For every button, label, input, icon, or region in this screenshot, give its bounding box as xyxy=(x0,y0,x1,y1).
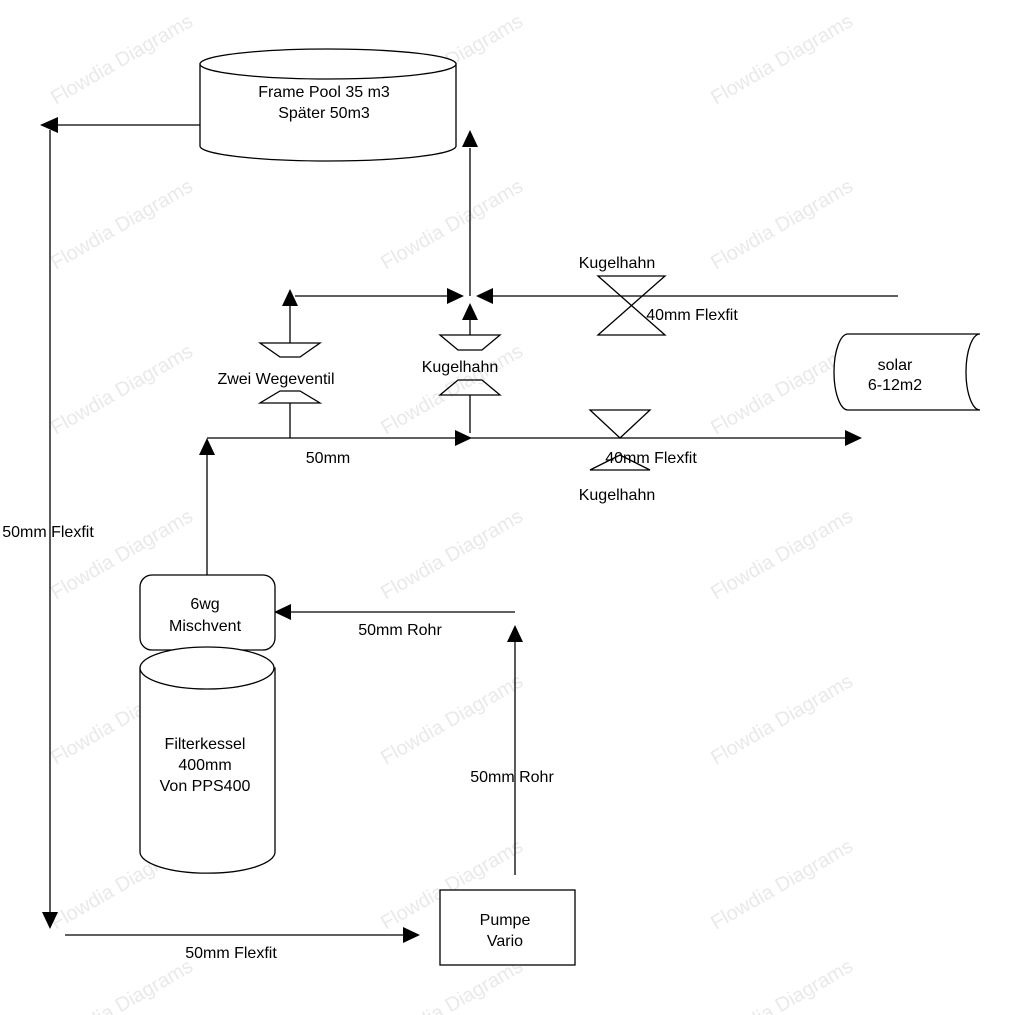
filterkessel-body xyxy=(139,667,276,874)
watermark-text: Flowdia Diagrams xyxy=(47,340,197,439)
zwei-wegeventil-valve: Zwei Wegeventil xyxy=(217,342,335,404)
pumpe-label-line2: Vario xyxy=(487,933,523,950)
label-rohr-50-horizontal: 50mm Rohr xyxy=(358,622,442,639)
zwei-valve-top xyxy=(257,342,323,358)
watermark-text: Flowdia Diagrams xyxy=(47,10,197,109)
filterkessel-tank: Filterkessel 400mm Von PPS400 xyxy=(139,646,276,874)
arrow-up-pump xyxy=(507,625,523,642)
arrow-right-solar xyxy=(845,430,862,446)
kugel-center-bottom xyxy=(438,379,502,396)
pipes xyxy=(49,124,898,936)
filterkessel-label-line1: Filterkessel xyxy=(165,736,246,753)
label-pipe-50mm: 50mm xyxy=(306,450,350,467)
kugel-bottom-top xyxy=(588,409,652,439)
kugelhahn-center-valve: Kugelhahn xyxy=(422,334,502,396)
watermark-text: Flowdia Diagrams xyxy=(707,670,857,769)
kugelhahn-bottom-valve: Kugelhahn xyxy=(579,409,656,504)
pumpe-label-line1: Pumpe xyxy=(480,912,531,929)
solar-label-line2: 6-12m2 xyxy=(868,377,922,394)
kugel-center-top xyxy=(438,334,502,351)
arrow-down-left xyxy=(42,912,58,929)
kugel-bottom-bottom xyxy=(589,454,651,471)
arrow-left-pool-return xyxy=(40,117,58,133)
solar-body xyxy=(833,333,981,411)
pumpe-node: Pumpe Vario xyxy=(439,889,576,966)
label-flexfit-50-bottom: 50mm Flexfit xyxy=(185,945,277,962)
watermark-text: Flowdia Diagrams xyxy=(707,10,857,109)
watermark-text: Flowdia Diagrams xyxy=(707,175,857,274)
kugelhahn-bottom-label: Kugelhahn xyxy=(579,487,656,504)
watermark-text: Flowdia Diagrams xyxy=(377,340,527,439)
pool-label-line1: Frame Pool 35 m3 xyxy=(258,84,390,101)
kugelhahn-top-label: Kugelhahn xyxy=(579,255,656,272)
pool-top xyxy=(199,48,457,80)
mischventil-label-line1: 6wg xyxy=(190,596,219,613)
arrow-right-top-connector xyxy=(447,288,464,304)
solar-collector: solar 6-12m2 xyxy=(833,333,981,411)
zwei-valve-bottom xyxy=(257,390,323,404)
filterkessel-label-line2: 400mm xyxy=(178,757,231,774)
arrow-up-mischvent xyxy=(199,438,215,455)
solar-label-line1: solar xyxy=(878,357,913,374)
label-flexfit-40-bottom: 40mm Flexfit xyxy=(605,450,697,467)
arrow-right-50mm xyxy=(455,430,472,446)
pool-body xyxy=(199,63,457,162)
watermark-text: Flowdia Diagrams xyxy=(707,955,857,1015)
filterkessel-top xyxy=(139,646,275,690)
arrowheads xyxy=(40,117,862,943)
pipe-labels: 40mm Flexfit 40mm Flexfit 50mm 50mm Rohr… xyxy=(2,307,738,962)
watermark-text: Flowdia Diagrams xyxy=(377,175,527,274)
arrow-left-solar-return xyxy=(476,288,493,304)
label-flexfit-40-top: 40mm Flexfit xyxy=(646,307,738,324)
zwei-wegeventil-label: Zwei Wegeventil xyxy=(217,371,334,388)
arrow-up-zwei xyxy=(282,289,298,306)
arrow-up-pool xyxy=(462,130,478,147)
watermark-text: Flowdia Diagrams xyxy=(47,175,197,274)
kugelhahn-top-valve: Kugelhahn xyxy=(579,255,667,336)
watermark-text: Flowdia Diagrams xyxy=(707,340,857,439)
pool-label-line2: Später 50m3 xyxy=(278,105,370,122)
label-rohr-50-vertical: 50mm Rohr xyxy=(470,769,554,786)
filterkessel-label-line3: Von PPS400 xyxy=(160,778,251,795)
watermark-text: Flowdia Diagrams xyxy=(377,505,527,604)
label-flexfit-50-left: 50mm Flexfit xyxy=(2,524,94,541)
kugelhahn-center-label: Kugelhahn xyxy=(422,359,499,376)
watermark-text: Flowdia Diagrams xyxy=(707,835,857,934)
arrow-left-mischvent xyxy=(274,604,291,620)
frame-pool-tank: Frame Pool 35 m3 Später 50m3 xyxy=(199,48,457,162)
mischventil-label-line2: Mischvent xyxy=(169,618,242,635)
watermark-text: Flowdia Diagrams xyxy=(377,670,527,769)
watermark-text: Flowdia Diagrams xyxy=(707,505,857,604)
mischventil-node: 6wg Mischvent xyxy=(139,574,276,651)
watermark-text: Flowdia Diagrams xyxy=(47,955,197,1015)
kugel-top-bowtie xyxy=(596,275,667,336)
pumpe-box xyxy=(439,889,576,966)
arrow-right-to-pump xyxy=(403,927,420,943)
arrow-up-kugel-center xyxy=(462,303,478,320)
